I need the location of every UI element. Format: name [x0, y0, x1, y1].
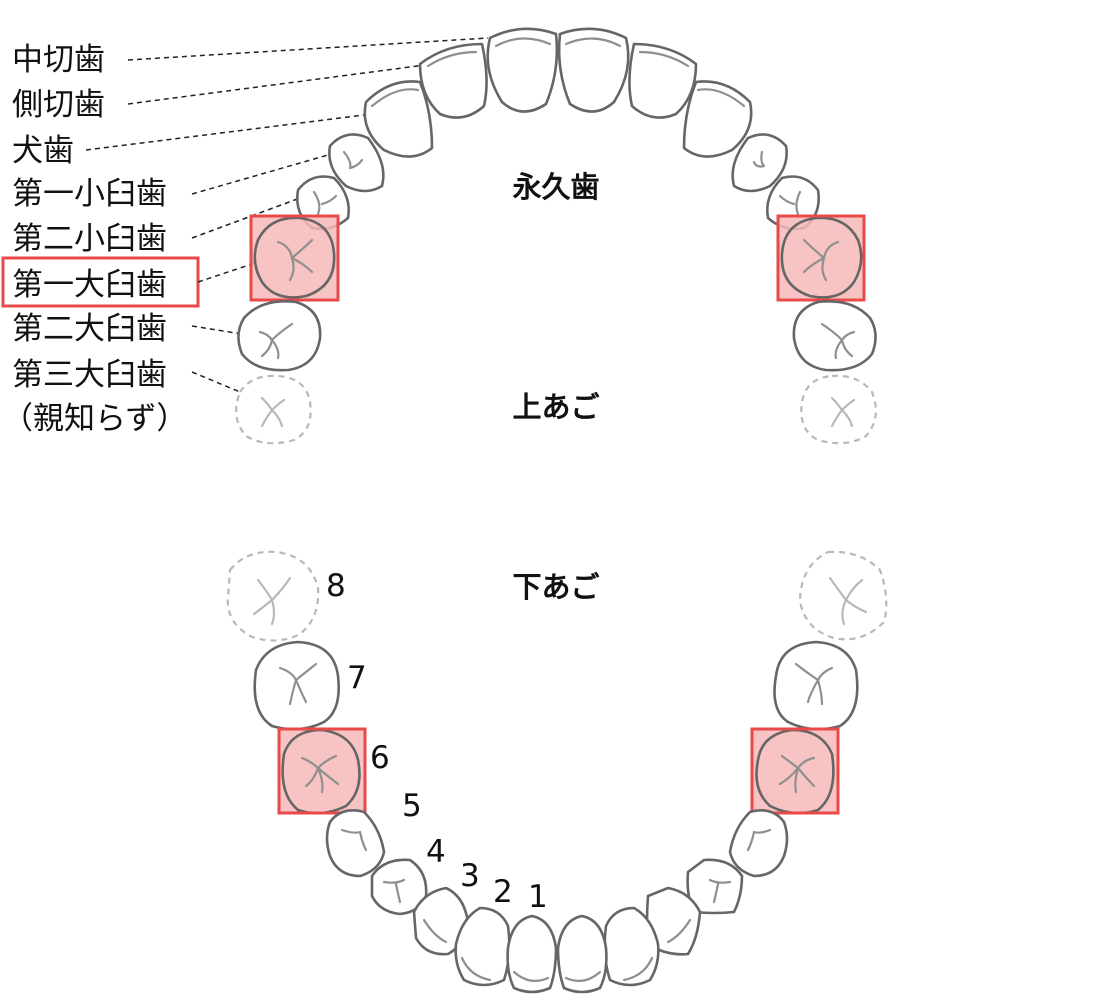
upper-right-central-incisor [486, 27, 559, 113]
label-canine: 犬歯 [12, 133, 74, 169]
leader-line [197, 261, 259, 283]
leader-lines [85, 37, 489, 393]
upper-right-first-premolar [328, 133, 385, 193]
lower-right-first-molar [277, 727, 367, 815]
lower-left-first-molar [750, 727, 840, 815]
title-upper-jaw: 上あご [512, 390, 599, 424]
label-lateral-incisor: 側切歯 [12, 87, 105, 123]
upper-left-first-molar [776, 214, 866, 302]
label-third-molar: 第三大臼歯 [12, 357, 167, 393]
upper-left-second-molar [792, 300, 877, 372]
lower-right-third-molar [226, 550, 320, 642]
upper-right-first-molar [249, 214, 340, 302]
leader-line [191, 197, 301, 239]
leader-line [127, 37, 489, 61]
lower-number-list: 8 7 6 5 4 3 2 1 [326, 568, 548, 915]
title-lower-jaw: 下あご [512, 570, 599, 604]
leader-line [127, 64, 426, 105]
upper-arch [235, 27, 877, 445]
number-label-1: 1 [528, 879, 548, 915]
label-first-premolar: 第一小臼歯 [12, 176, 167, 212]
lower-left-central-incisor [556, 914, 608, 994]
lower-left-lateral-incisor [603, 906, 660, 987]
label-wisdom-tooth: （親知らず） [2, 401, 187, 437]
label-second-molar: 第二大臼歯 [12, 311, 167, 347]
number-label-2: 2 [493, 874, 513, 910]
leader-line [191, 325, 243, 335]
lower-left-second-molar [773, 640, 859, 731]
upper-left-lateral-incisor [628, 42, 698, 119]
number-label-4: 4 [426, 834, 446, 870]
leader-line [191, 154, 329, 195]
upper-right-canine [363, 80, 434, 158]
upper-left-canine [682, 80, 753, 158]
leader-line [191, 371, 241, 393]
title-permanent-teeth: 永久歯 [512, 170, 599, 204]
label-second-premolar: 第二小臼歯 [12, 221, 167, 257]
upper-left-central-incisor [557, 27, 630, 113]
label-central-incisor: 中切歯 [12, 42, 105, 78]
upper-right-second-molar [237, 300, 322, 372]
number-label-5: 5 [402, 788, 422, 824]
upper-label-list: 中切歯 側切歯 犬歯 第一小臼歯 第二小臼歯 第一大臼歯 第二大臼歯 第三大臼歯… [1, 42, 200, 437]
number-label-7: 7 [347, 660, 367, 696]
lower-arch [226, 550, 888, 994]
upper-left-third-molar [800, 374, 877, 445]
number-label-6: 6 [370, 740, 390, 776]
upper-left-first-premolar [731, 133, 788, 193]
lower-left-second-premolar [728, 809, 789, 878]
number-label-3: 3 [460, 858, 480, 894]
lower-left-third-molar [798, 550, 888, 641]
upper-right-first-molar-highlight [249, 214, 340, 302]
upper-right-lateral-incisor [418, 42, 488, 119]
lower-right-second-premolar [325, 809, 386, 878]
label-first-molar: 第一大臼歯 [12, 267, 167, 303]
upper-left-first-molar-highlight [776, 214, 866, 302]
lower-left-first-molar-highlight [750, 727, 840, 815]
lower-right-first-molar-highlight [277, 727, 367, 815]
upper-right-third-molar [235, 374, 312, 445]
lower-right-second-molar [253, 640, 340, 731]
lower-right-central-incisor [506, 914, 558, 994]
number-label-8: 8 [326, 568, 346, 604]
leader-line [85, 113, 373, 151]
